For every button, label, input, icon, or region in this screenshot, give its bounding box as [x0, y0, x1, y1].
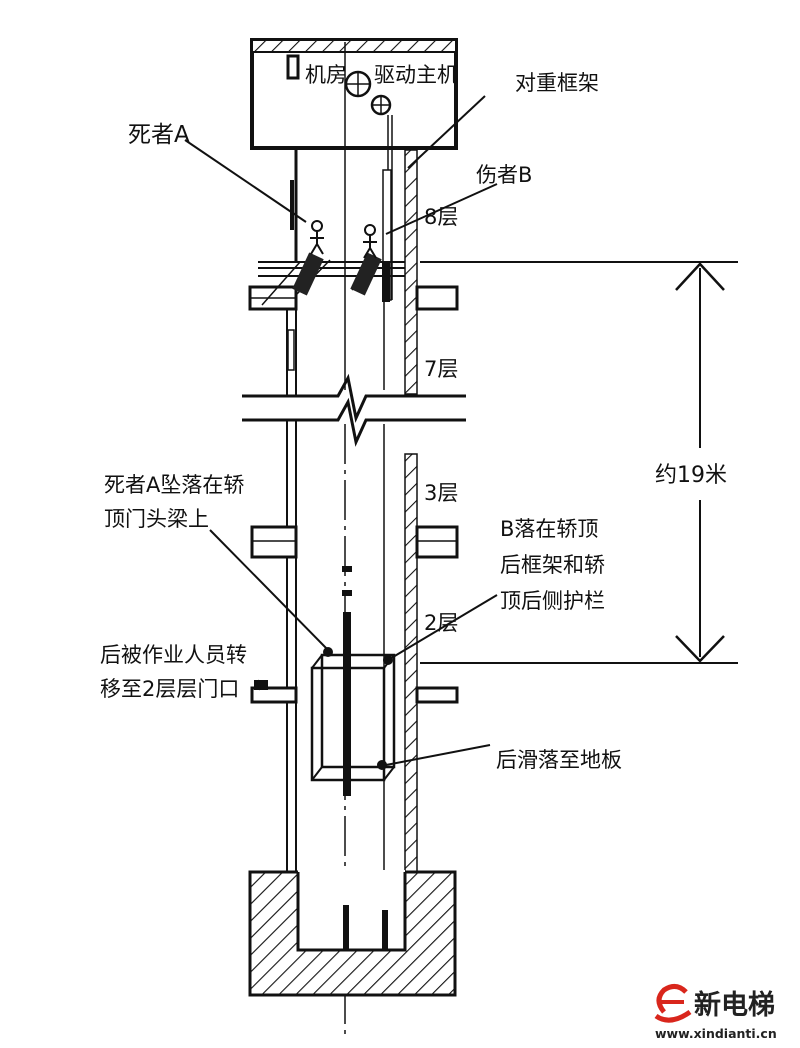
label-machine-room: 机房	[305, 63, 347, 87]
leader-lines	[184, 95, 498, 766]
shaft-walls	[286, 148, 418, 875]
label-floor-7: 7层	[424, 357, 458, 381]
label-moved-line2: 移至2层层门口	[100, 677, 239, 701]
logo-url: www.xindianti.cn	[655, 1026, 777, 1041]
label-drive-machine: 驱动主机	[374, 63, 458, 87]
label-b-fall-line3: 顶后侧护栏	[500, 589, 605, 613]
label-floor-3: 3层	[424, 481, 458, 505]
label-moved-line1: 后被作业人员转	[100, 643, 247, 667]
label-injured-b: 伤者B	[476, 163, 532, 187]
floor-slabs	[248, 285, 459, 704]
elevator-car	[254, 566, 396, 796]
label-height: 约19米	[655, 463, 727, 488]
label-floor-2: 2层	[424, 611, 458, 635]
label-floor-8: 8层	[424, 205, 458, 229]
shaft-pit	[248, 870, 457, 997]
injured-b-figure-icon	[363, 224, 377, 259]
logo-e-icon	[654, 984, 692, 1023]
drive-machine-icon	[344, 70, 392, 116]
counterweight-platform	[258, 252, 405, 306]
label-slid-to-floor: 后滑落至地板	[496, 748, 622, 772]
label-counterweight-frame: 对重框架	[515, 71, 599, 95]
label-b-fall-line2: 后框架和轿	[500, 553, 605, 577]
site-logo: 新电梯 www.xindianti.cn	[654, 984, 777, 1041]
label-b-fall-line1: B落在轿顶	[500, 517, 598, 541]
label-a-fall-line1: 死者A坠落在轿	[104, 473, 244, 497]
machine-room	[250, 38, 458, 150]
label-victim-a: 死者A	[128, 122, 190, 148]
label-a-fall-line2: 顶门头梁上	[104, 507, 209, 531]
break-lines	[242, 373, 466, 447]
logo-name: 新电梯	[694, 989, 775, 1021]
height-dimension	[420, 261, 738, 664]
victim-a-figure-icon	[310, 220, 324, 255]
